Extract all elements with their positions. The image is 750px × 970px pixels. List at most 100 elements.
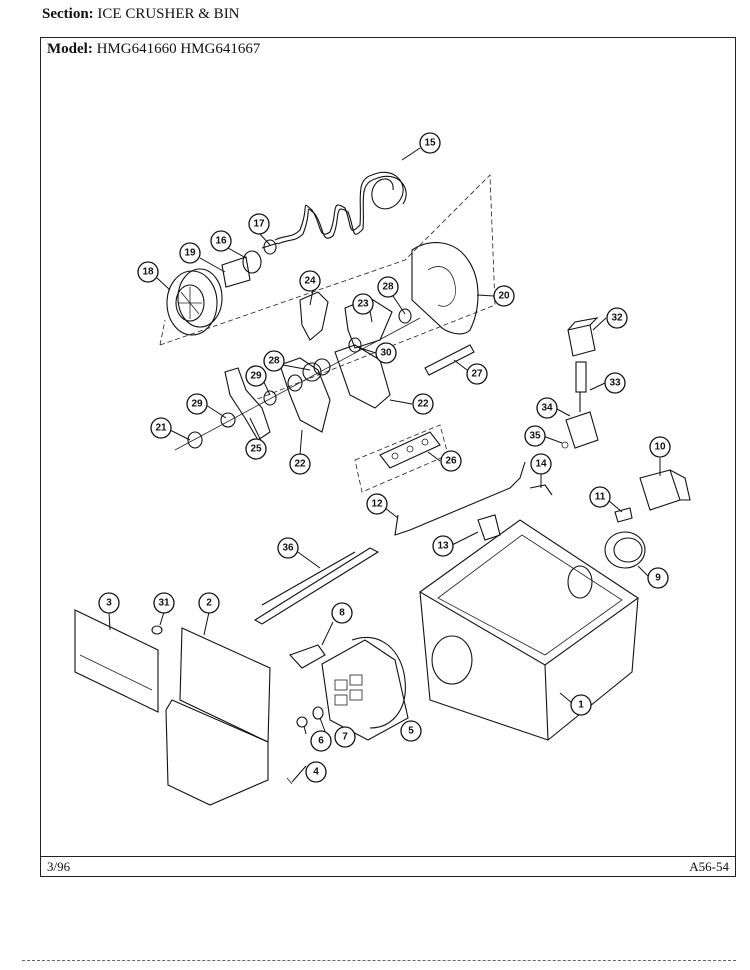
svg-text:9: 9 [655, 573, 661, 584]
auger-spring-part [261, 171, 407, 249]
svg-text:28: 28 [382, 282, 394, 293]
callout-12: 12 [366, 493, 388, 515]
svg-text:5: 5 [408, 726, 414, 737]
callout-28-upper: 28 [377, 276, 399, 298]
ice-bin-part [418, 519, 639, 741]
callout-6: 6 [310, 730, 332, 752]
callout-26: 26 [440, 450, 462, 472]
impeller-wheel-part [166, 268, 223, 336]
callout-8: 8 [331, 602, 353, 624]
solenoid-parts [561, 317, 599, 449]
svg-text:1: 1 [578, 700, 584, 711]
callout-18: 18 [137, 261, 159, 283]
callout-27: 27 [466, 363, 488, 385]
callout-17: 17 [248, 213, 270, 235]
rollers-and-shafts [174, 308, 475, 451]
svg-text:25: 25 [250, 444, 262, 455]
bracket-parts [224, 291, 393, 441]
svg-text:10: 10 [654, 442, 666, 453]
model-value: HMG641660 HMG641667 [96, 41, 261, 57]
callout-22-lower: 22 [289, 453, 311, 475]
callout-13: 13 [432, 535, 454, 557]
door-parts [74, 609, 293, 806]
svg-text:7: 7 [342, 732, 348, 743]
svg-text:24: 24 [304, 276, 316, 287]
callout-34: 34 [536, 397, 558, 419]
callout-10: 10 [649, 436, 671, 458]
svg-text:17: 17 [253, 219, 265, 230]
model-heading: Model: HMG641660 HMG641667 [47, 41, 260, 58]
svg-text:16: 16 [215, 236, 227, 247]
callout-3: 3 [98, 592, 120, 614]
callout-11: 11 [589, 486, 611, 508]
svg-text:6: 6 [318, 736, 324, 747]
callout-15: 15 [419, 132, 441, 154]
callout-19: 19 [179, 242, 201, 264]
callout-29-left: 29 [186, 393, 208, 415]
diagram-frame: Model: HMG641660 HMG641667 3/96 A56-54 [40, 37, 736, 877]
callout-23: 23 [352, 293, 374, 315]
assembly-outline-dashed [159, 174, 496, 493]
svg-text:27: 27 [471, 369, 483, 380]
svg-text:28: 28 [268, 356, 280, 367]
linkage-rods [394, 461, 553, 541]
ring-part [604, 531, 646, 569]
leader-lines [108, 147, 661, 783]
callout-9: 9 [647, 567, 669, 589]
callout-35: 35 [524, 425, 546, 447]
svg-text:33: 33 [609, 378, 621, 389]
motor-switch-bar-part [379, 431, 441, 469]
svg-text:29: 29 [250, 371, 262, 382]
svg-text:13: 13 [437, 541, 449, 552]
svg-text:23: 23 [357, 299, 369, 310]
svg-text:32: 32 [611, 313, 623, 324]
callout-14: 14 [530, 453, 552, 475]
callout-7: 7 [334, 726, 356, 748]
svg-text:18: 18 [142, 267, 154, 278]
callout-28-lower: 28 [263, 350, 285, 372]
crusher-housing-part [289, 636, 409, 741]
svg-text:4: 4 [313, 767, 319, 778]
callout-16: 16 [210, 230, 232, 252]
callout-25: 25 [245, 438, 267, 460]
small-drive-parts [221, 239, 277, 288]
callout-21: 21 [150, 417, 172, 439]
svg-text:26: 26 [445, 456, 457, 467]
svg-text:11: 11 [595, 492, 606, 503]
callout-32: 32 [606, 307, 628, 329]
page-bottom-rule [22, 960, 736, 961]
svg-text:22: 22 [294, 459, 306, 470]
callout-1: 1 [570, 694, 592, 716]
svg-text:20: 20 [498, 291, 510, 302]
svg-text:36: 36 [282, 543, 294, 554]
svg-text:8: 8 [339, 608, 345, 619]
section-heading: Section: ICE CRUSHER & BIN [42, 6, 240, 23]
svg-text:22: 22 [417, 399, 429, 410]
callout-4: 4 [305, 761, 327, 783]
date-code: 3/96 [47, 859, 71, 874]
callout-20: 20 [493, 285, 515, 307]
callout-31: 31 [153, 592, 175, 614]
svg-text:3: 3 [106, 598, 112, 609]
svg-text:14: 14 [535, 459, 547, 470]
section-value: ICE CRUSHER & BIN [97, 6, 240, 22]
callout-24: 24 [299, 270, 321, 292]
callout-36: 36 [277, 537, 299, 559]
callout-30: 30 [375, 342, 397, 364]
svg-text:12: 12 [371, 499, 383, 510]
chute-part [253, 547, 380, 625]
footer-divider [41, 856, 735, 857]
section-label: Section: [42, 6, 94, 22]
svg-text:35: 35 [529, 431, 541, 442]
svg-text:15: 15 [424, 138, 436, 149]
callout-33: 33 [604, 372, 626, 394]
callout-22-upper: 22 [412, 393, 434, 415]
svg-text:2: 2 [206, 598, 212, 609]
model-label: Model: [47, 41, 93, 57]
page-code: A56-54 [689, 859, 729, 874]
svg-text:31: 31 [158, 598, 170, 609]
actuator-bracket-part [614, 469, 691, 523]
svg-text:29: 29 [191, 399, 203, 410]
svg-text:19: 19 [184, 248, 196, 259]
